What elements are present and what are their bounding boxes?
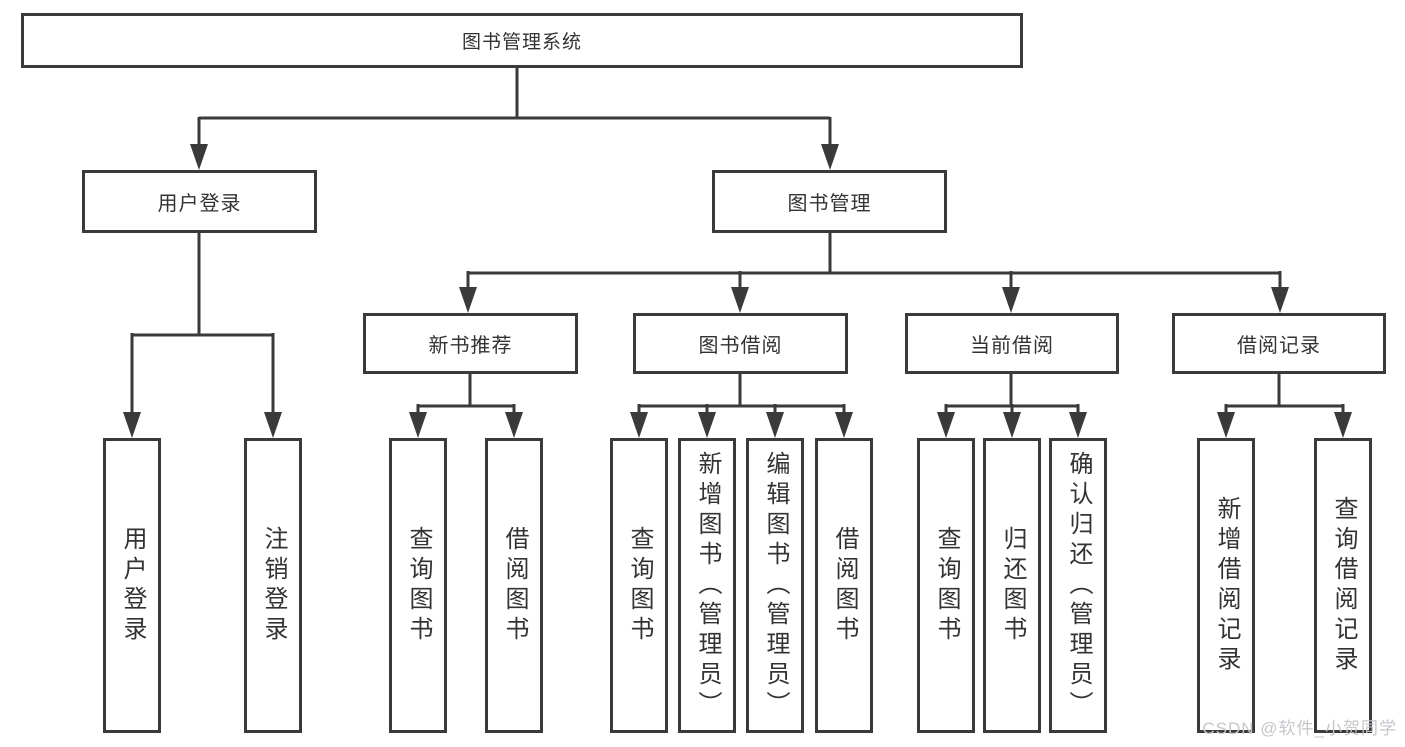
connector-current-to-leaves	[944, 374, 1080, 416]
node-book-borrow: 图书借阅	[633, 313, 848, 374]
node-user-login: 用户登录	[82, 170, 317, 233]
node-label: 归还图书	[999, 525, 1026, 646]
node-label: 借阅图书	[831, 525, 858, 646]
node-label: 新增借阅记录	[1213, 495, 1240, 676]
connector-management-to-level3	[466, 233, 1282, 292]
csdn-watermark: CSDN @软件_小贺同学	[1202, 719, 1397, 738]
node-label: 图书管理系统	[461, 32, 582, 53]
connector-newbook-to-leaves	[416, 374, 516, 416]
node-label: 借阅记录	[1237, 335, 1321, 357]
leaf-query-borrow-record: 查询借阅记录	[1314, 438, 1372, 733]
node-label: 新增图书（管理员）	[694, 450, 721, 721]
node-label: 查询图书	[405, 525, 432, 646]
leaf-add-borrow-record: 新增借阅记录	[1197, 438, 1255, 733]
node-label: 查询借阅记录	[1330, 495, 1357, 676]
node-label: 用户登录	[157, 193, 242, 215]
leaf-edit-book-admin: 编辑图书（管理员）	[746, 438, 804, 733]
node-label: 用户登录	[119, 525, 146, 646]
node-borrow-record: 借阅记录	[1172, 313, 1386, 374]
node-label: 新书推荐	[428, 335, 513, 357]
node-root-system: 图书管理系统	[21, 13, 1023, 68]
node-label: 当前借阅	[970, 335, 1054, 357]
leaf-query-book-3: 查询图书	[917, 438, 975, 733]
connector-login-to-leaves	[130, 233, 275, 416]
node-label: 图书借阅	[698, 335, 783, 357]
leaf-add-book-admin: 新增图书（管理员）	[678, 438, 736, 733]
node-current-borrow: 当前借阅	[905, 313, 1119, 374]
node-new-book-recommend: 新书推荐	[363, 313, 578, 374]
node-book-management: 图书管理	[712, 170, 947, 233]
node-label: 确认归还（管理员）	[1065, 450, 1092, 721]
leaf-logout: 注销登录	[244, 438, 302, 733]
leaf-return-book: 归还图书	[983, 438, 1041, 733]
leaf-query-book-1: 查询图书	[389, 438, 447, 733]
node-label: 查询图书	[933, 525, 960, 646]
leaf-borrow-book-2: 借阅图书	[815, 438, 873, 733]
node-label: 图书管理	[787, 193, 872, 215]
leaf-query-book-2: 查询图书	[610, 438, 668, 733]
leaf-borrow-book-1: 借阅图书	[485, 438, 543, 733]
arrowheads	[123, 144, 1352, 438]
connector-record-to-leaves	[1224, 374, 1345, 416]
node-label: 查询图书	[626, 525, 653, 646]
connector-root-to-level2	[197, 68, 832, 150]
leaf-confirm-return-admin: 确认归还（管理员）	[1049, 438, 1107, 733]
node-label: 编辑图书（管理员）	[762, 450, 789, 721]
connector-borrow-to-leaves	[637, 374, 846, 416]
leaf-user-login: 用户登录	[103, 438, 161, 733]
node-label: 注销登录	[260, 525, 287, 646]
node-label: 借阅图书	[501, 525, 528, 646]
